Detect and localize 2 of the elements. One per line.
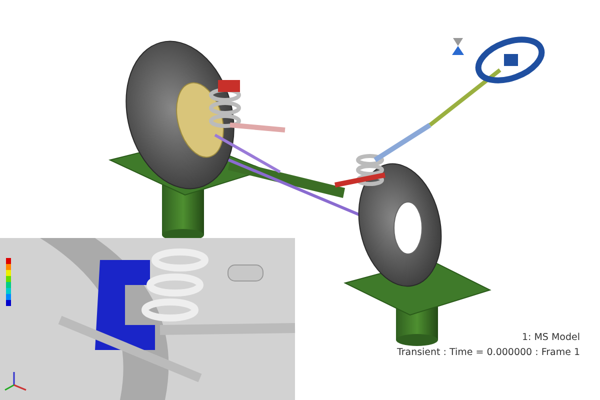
time-frame-label: Transient : Time = 0.000000 : Frame 1 xyxy=(396,346,580,360)
model-name-label: 1: MS Model xyxy=(520,331,580,345)
